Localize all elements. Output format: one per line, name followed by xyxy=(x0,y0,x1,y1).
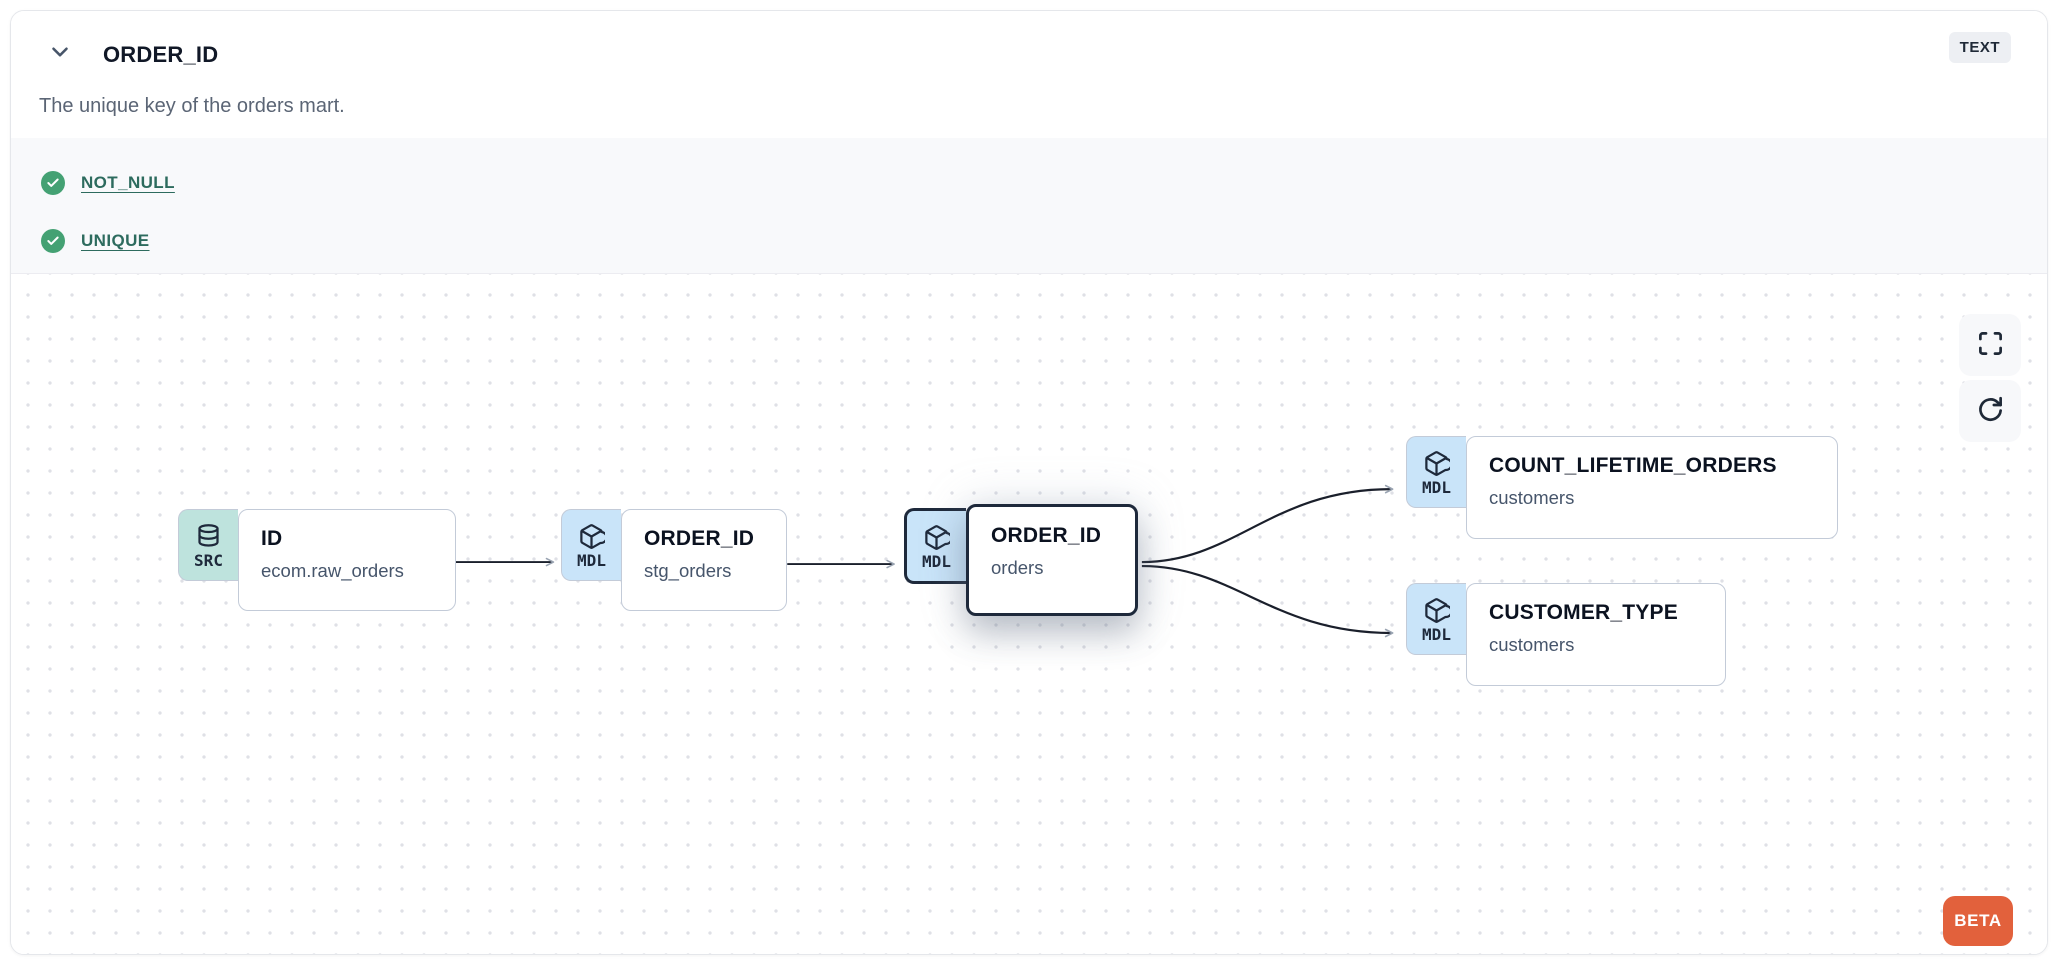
lineage-edge xyxy=(1141,564,1394,638)
node-badge-label: MDL xyxy=(922,551,951,571)
box-icon xyxy=(1423,597,1450,624)
beta-badge: BETA xyxy=(1943,896,2013,946)
maximize-icon xyxy=(1977,330,2004,360)
node-title: CUSTOMER_TYPE xyxy=(1489,601,1678,624)
check-circle-icon xyxy=(41,229,65,253)
node-badge-label: MDL xyxy=(1422,624,1451,644)
page-title: ORDER_ID xyxy=(103,42,219,67)
lineage-node-orders-selected[interactable]: MDL ORDER_ID orders xyxy=(904,504,1138,616)
test-link-not-null[interactable]: NOT_NULL xyxy=(81,173,175,192)
box-icon xyxy=(1423,450,1450,477)
node-card[interactable]: ORDER_ID stg_orders xyxy=(621,509,787,611)
node-badge-label: SRC xyxy=(194,550,223,570)
node-type-badge: MDL xyxy=(904,508,966,584)
node-type-badge: MDL xyxy=(1406,436,1466,508)
node-card[interactable]: ORDER_ID orders xyxy=(966,504,1138,616)
lineage-node-stg-orders[interactable]: MDL ORDER_ID stg_orders xyxy=(561,509,787,611)
test-link-unique[interactable]: UNIQUE xyxy=(81,231,150,250)
node-card[interactable]: ID ecom.raw_orders xyxy=(238,509,456,611)
chevron-down-icon xyxy=(47,39,73,68)
lineage-node-src-id[interactable]: SRC ID ecom.raw_orders xyxy=(178,509,456,611)
rotate-cw-icon xyxy=(1977,396,2004,426)
node-title: ORDER_ID xyxy=(644,527,755,550)
node-title: COUNT_LIFETIME_ORDERS xyxy=(1489,454,1777,477)
check-circle-icon xyxy=(41,171,65,195)
node-subtitle: customers xyxy=(1489,634,1575,655)
node-badge-label: MDL xyxy=(577,550,606,570)
node-type-badge: MDL xyxy=(1406,583,1466,655)
lineage-edge xyxy=(1141,484,1394,564)
refresh-button[interactable] xyxy=(1959,380,2021,442)
collapse-button[interactable] xyxy=(41,34,79,72)
node-subtitle: orders xyxy=(991,557,1044,578)
column-detail-card: ORDER_ID TEXT The unique key of the orde… xyxy=(10,10,2048,955)
database-icon xyxy=(195,523,222,550)
node-type-badge: MDL xyxy=(561,509,621,581)
node-title: ID xyxy=(261,527,283,550)
tests-section: NOT_NULL UNIQUE xyxy=(11,138,2047,274)
lineage-node-count-lifetime-orders[interactable]: MDL COUNT_LIFETIME_ORDERS customers xyxy=(1406,436,1838,539)
box-icon xyxy=(578,523,605,550)
lineage-canvas[interactable]: SRC ID ecom.raw_orders MDL ORDER_ID stg_… xyxy=(11,274,2047,954)
node-card[interactable]: COUNT_LIFETIME_ORDERS customers xyxy=(1466,436,1838,539)
lineage-node-customer-type[interactable]: MDL CUSTOMER_TYPE customers xyxy=(1406,583,1726,686)
node-badge-label: MDL xyxy=(1422,477,1451,497)
node-subtitle: stg_orders xyxy=(644,560,732,581)
column-description: The unique key of the orders mart. xyxy=(39,95,345,117)
column-type-badge: TEXT xyxy=(1948,32,2011,63)
node-subtitle: customers xyxy=(1489,487,1575,508)
fullscreen-button[interactable] xyxy=(1959,314,2021,376)
test-row: NOT_NULL xyxy=(41,170,175,196)
node-type-badge: SRC xyxy=(178,509,238,581)
node-card[interactable]: CUSTOMER_TYPE customers xyxy=(1466,583,1726,686)
box-icon xyxy=(923,524,950,551)
test-row: UNIQUE xyxy=(41,228,150,254)
node-title: ORDER_ID xyxy=(991,524,1102,547)
header: ORDER_ID TEXT The unique key of the orde… xyxy=(11,11,2047,138)
node-subtitle: ecom.raw_orders xyxy=(261,560,404,581)
